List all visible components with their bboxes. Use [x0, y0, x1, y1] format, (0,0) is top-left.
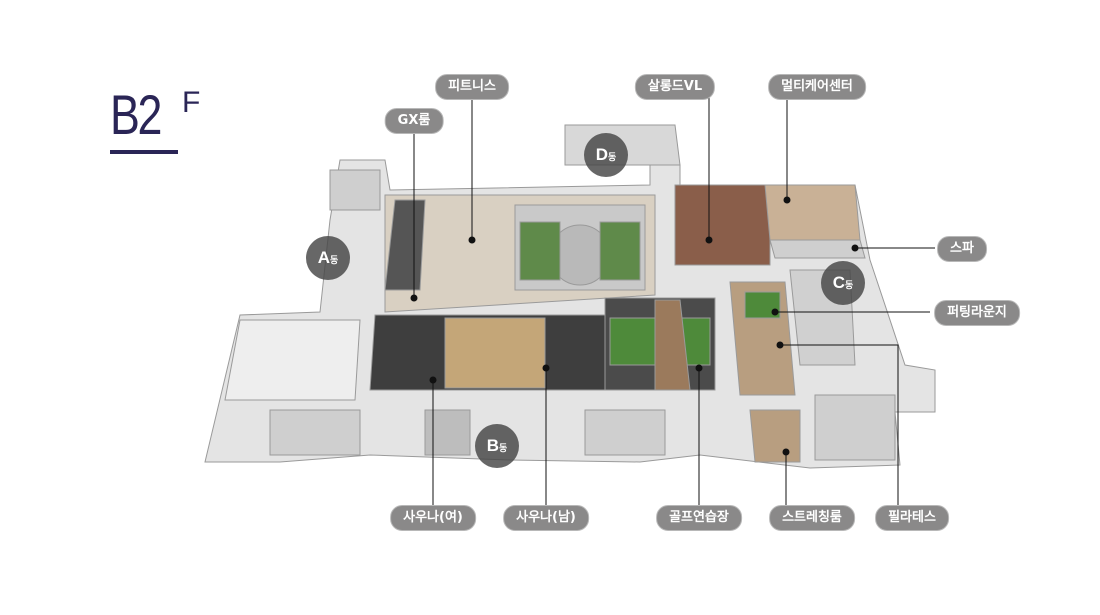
building-marker-d: D동: [584, 133, 628, 177]
building-suffix: 동: [608, 152, 617, 162]
callout-dots: [410, 196, 859, 456]
label-sauna-female[interactable]: 사우나(여): [390, 505, 476, 531]
building-id: C: [832, 273, 845, 292]
floor-name: B2: [110, 83, 162, 146]
floor-suffix: F: [182, 86, 201, 119]
callout-lines: [413, 97, 935, 505]
building-id: D: [595, 145, 608, 164]
title-underline: [110, 150, 178, 154]
building-suffix: 동: [330, 255, 339, 265]
label-multicare-center[interactable]: 멀티케어센터: [768, 74, 866, 100]
label-salon-vl[interactable]: 살롱드VL: [634, 74, 716, 100]
label-gx-room[interactable]: GX룸: [384, 108, 444, 134]
building-marker-a: A동: [306, 236, 350, 280]
label-pilates[interactable]: 필라테스: [875, 505, 949, 531]
label-fitness[interactable]: 피트니스: [435, 74, 509, 100]
label-sauna-male[interactable]: 사우나(남): [503, 505, 589, 531]
building-marker-c: C동: [821, 261, 865, 305]
label-golf-range[interactable]: 골프연습장: [656, 505, 742, 531]
building-id: A: [317, 248, 330, 267]
floor-title: B2 F: [110, 82, 200, 147]
building-suffix: 동: [499, 443, 508, 453]
label-spa[interactable]: 스파: [937, 236, 987, 262]
building-marker-b: B동: [475, 424, 519, 468]
label-putting-lounge[interactable]: 퍼팅라운지: [934, 300, 1020, 326]
building-suffix: 동: [845, 280, 854, 290]
label-stretching-room[interactable]: 스트레칭룸: [769, 505, 855, 531]
building-id: B: [486, 436, 499, 455]
floor-plan-base: [204, 124, 936, 469]
